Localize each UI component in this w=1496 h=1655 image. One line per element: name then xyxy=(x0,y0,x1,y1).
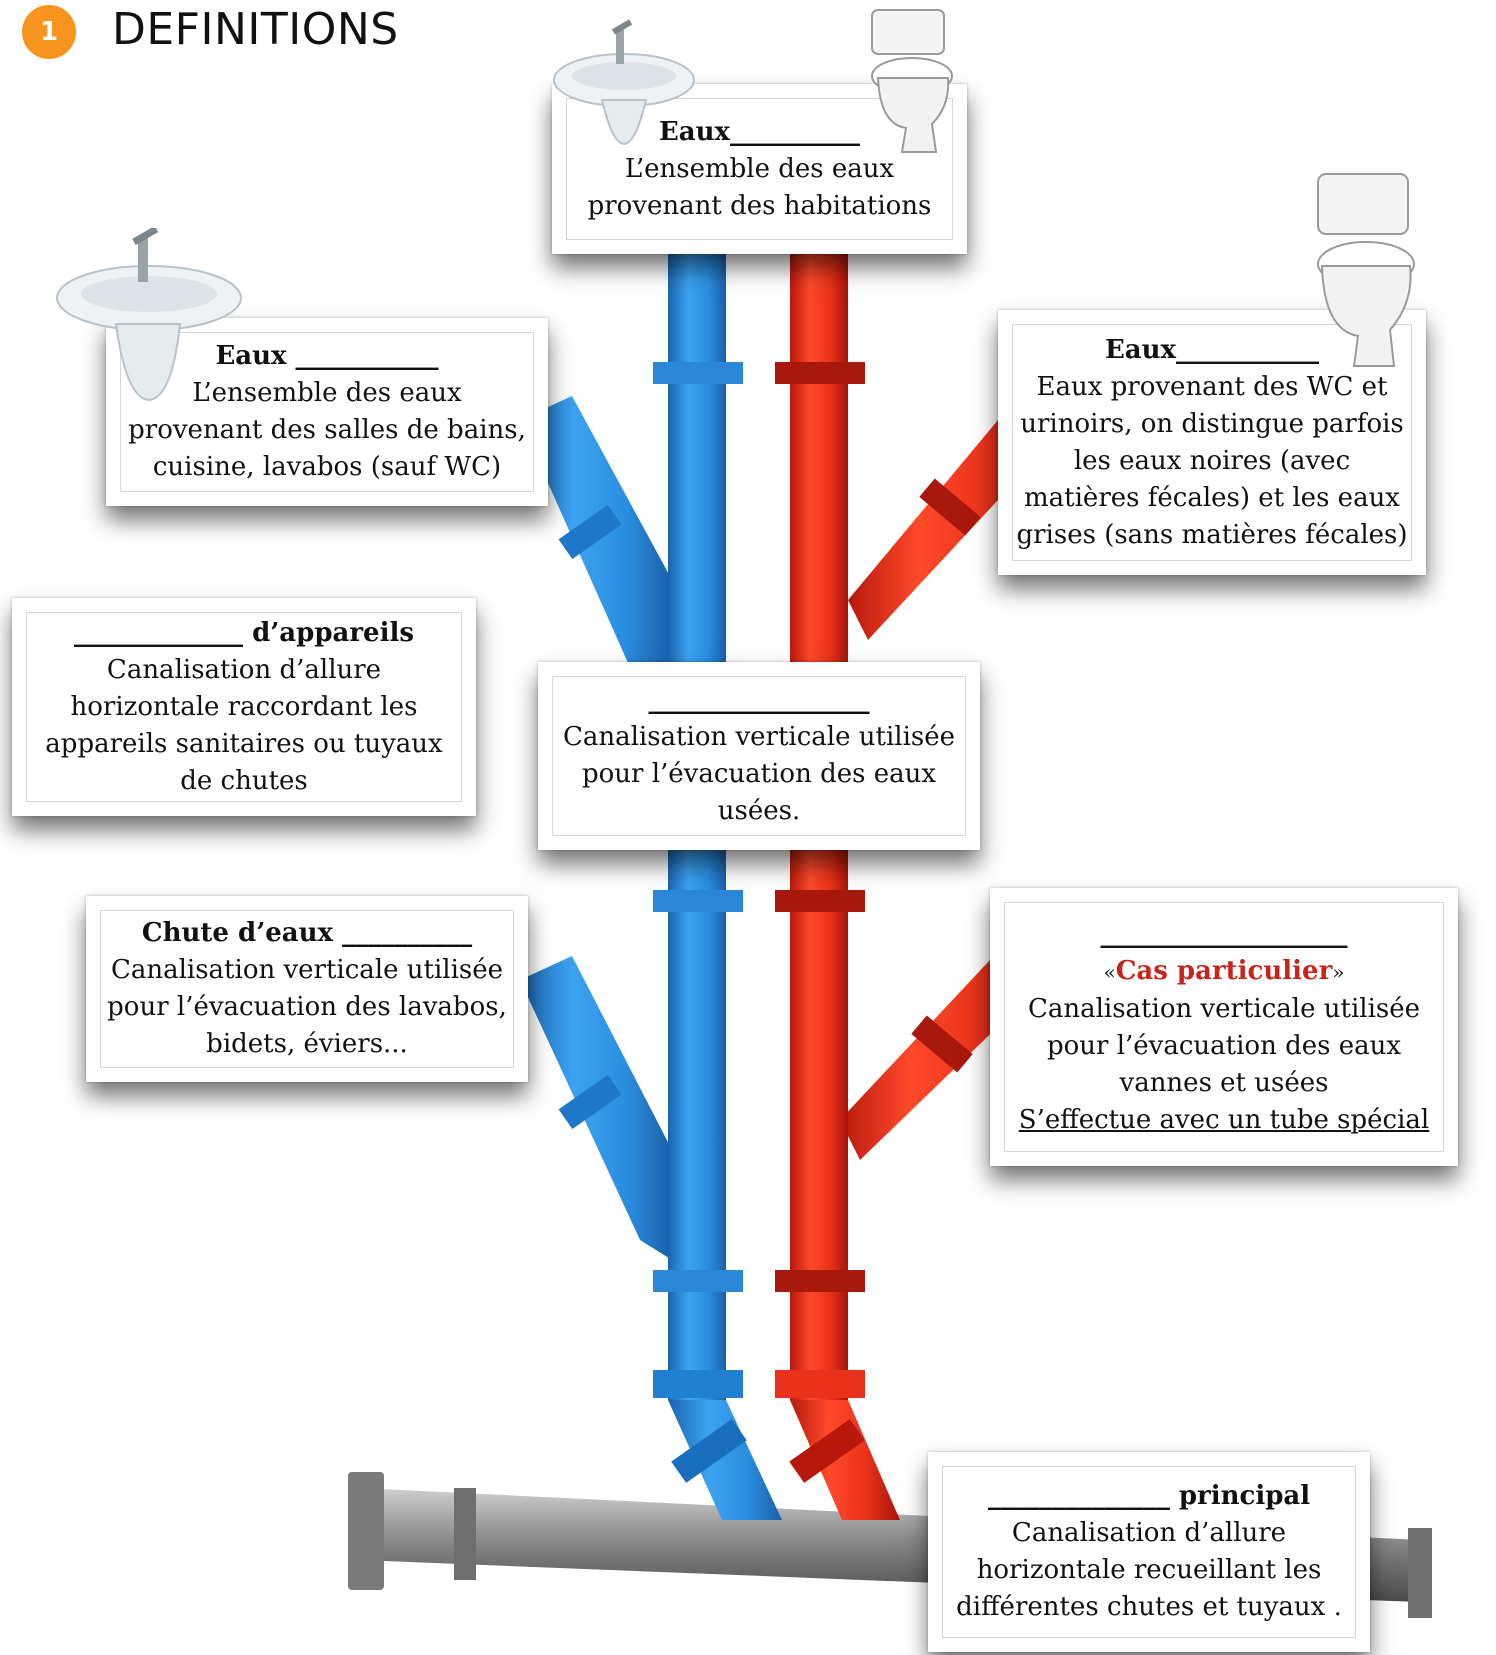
blue-pipe-ring xyxy=(653,890,743,912)
card-title: _________________ xyxy=(648,685,870,715)
card-title: Eaux___________ xyxy=(1104,334,1320,365)
card-text: Canalisation d’allure horizontale raccor… xyxy=(45,654,443,796)
pipe-ring xyxy=(454,1488,476,1580)
blue-pipe-ring xyxy=(653,362,743,384)
red-pipe-ring xyxy=(775,1370,865,1398)
red-pipe-ring xyxy=(775,1270,865,1292)
card-chute: _________________ Canalisation verticale… xyxy=(538,662,980,850)
blue-pipe-ring xyxy=(653,1270,743,1292)
card-chute-eaux-menageres: Chute d’eaux __________ Canalisation ver… xyxy=(86,896,528,1082)
pipe-ring xyxy=(1408,1528,1432,1618)
card-frame: _________________ Canalisation verticale… xyxy=(552,676,966,836)
sink-icon xyxy=(553,19,695,146)
card-frame: ___________________ «Cas particulier» Ca… xyxy=(1004,902,1444,1152)
card-title: ______________ principal xyxy=(987,1481,1311,1511)
card-frame: _____________ d’appareils Canalisation d… xyxy=(26,612,462,802)
card-frame: Eaux ___________ L’ensemble des eaux pro… xyxy=(120,332,534,492)
blue-pipe-ring xyxy=(671,1419,747,1483)
card-frame: ______________ principal Canalisation d’… xyxy=(942,1466,1356,1638)
page-title: DEFINITIONS xyxy=(112,4,399,55)
card-eaux-menageres: Eaux ___________ L’ensemble des eaux pro… xyxy=(106,318,548,506)
card-frame: Chute d’eaux __________ Canalisation ver… xyxy=(100,910,514,1068)
toilet-icon xyxy=(1317,173,1415,367)
red-pipe-ring xyxy=(911,1015,973,1073)
red-pipe-ring xyxy=(775,890,865,912)
card-subtitle: «Cas particulier» xyxy=(1103,953,1344,991)
step-number-badge: 1 xyxy=(22,5,76,59)
card-tuyau-appareils: _____________ d’appareils Canalisation d… xyxy=(12,598,476,816)
card-text: Canalisation verticale utilisée pour l’é… xyxy=(107,955,507,1059)
card-text: L’ensemble des eaux provenant des salles… xyxy=(128,378,526,482)
blue-branch-pipe-upper xyxy=(520,396,672,690)
card-title: Eaux__________ xyxy=(658,116,861,147)
card-frame: Eaux___________ Eaux provenant des WC et… xyxy=(1012,324,1412,561)
blue-pipe-ring xyxy=(558,1074,622,1130)
quote-close: » xyxy=(1332,959,1345,984)
red-pipe-ring xyxy=(789,1419,865,1483)
card-text: L’ensemble des eaux provenant des habita… xyxy=(587,153,932,221)
pipe-flange xyxy=(348,1472,384,1590)
card-chute-unique: ___________________ «Cas particulier» Ca… xyxy=(990,888,1458,1166)
card-collecteur-principal: ______________ principal Canalisation d’… xyxy=(928,1452,1370,1652)
card-text: Canalisation verticale utilisée pour l’é… xyxy=(1027,993,1421,1098)
step-number: 1 xyxy=(39,17,59,47)
special-case-label: Cas particulier xyxy=(1115,955,1333,986)
blue-elbow-pipe xyxy=(668,1400,782,1520)
red-pipe-ring xyxy=(775,362,865,384)
card-title: _____________ d’appareils xyxy=(74,617,414,648)
blue-pipe-ring xyxy=(558,504,622,560)
sink-icon xyxy=(56,228,242,402)
card-title: Eaux ___________ xyxy=(215,341,439,371)
section-header: 1 xyxy=(22,4,76,60)
card-title: Chute d’eaux __________ xyxy=(141,918,473,948)
toilet-icon xyxy=(871,9,953,153)
quote-open: « xyxy=(1103,959,1116,984)
card-frame: Eaux__________ L’ensemble des eaux prove… xyxy=(566,98,953,240)
card-title: ___________________ xyxy=(1100,918,1348,949)
card-text: Canalisation verticale utilisée pour l’é… xyxy=(562,722,956,826)
red-pipe-ring xyxy=(919,478,981,536)
blue-pipe-ring xyxy=(653,1370,743,1398)
card-text: Canalisation d’allure horizontale recuei… xyxy=(956,1518,1342,1622)
card-text: Eaux provenant des WC et urinoirs, on di… xyxy=(1016,371,1408,550)
card-note: S’effectue avec un tube spécial xyxy=(1018,1104,1430,1135)
red-elbow-pipe xyxy=(790,1400,900,1520)
